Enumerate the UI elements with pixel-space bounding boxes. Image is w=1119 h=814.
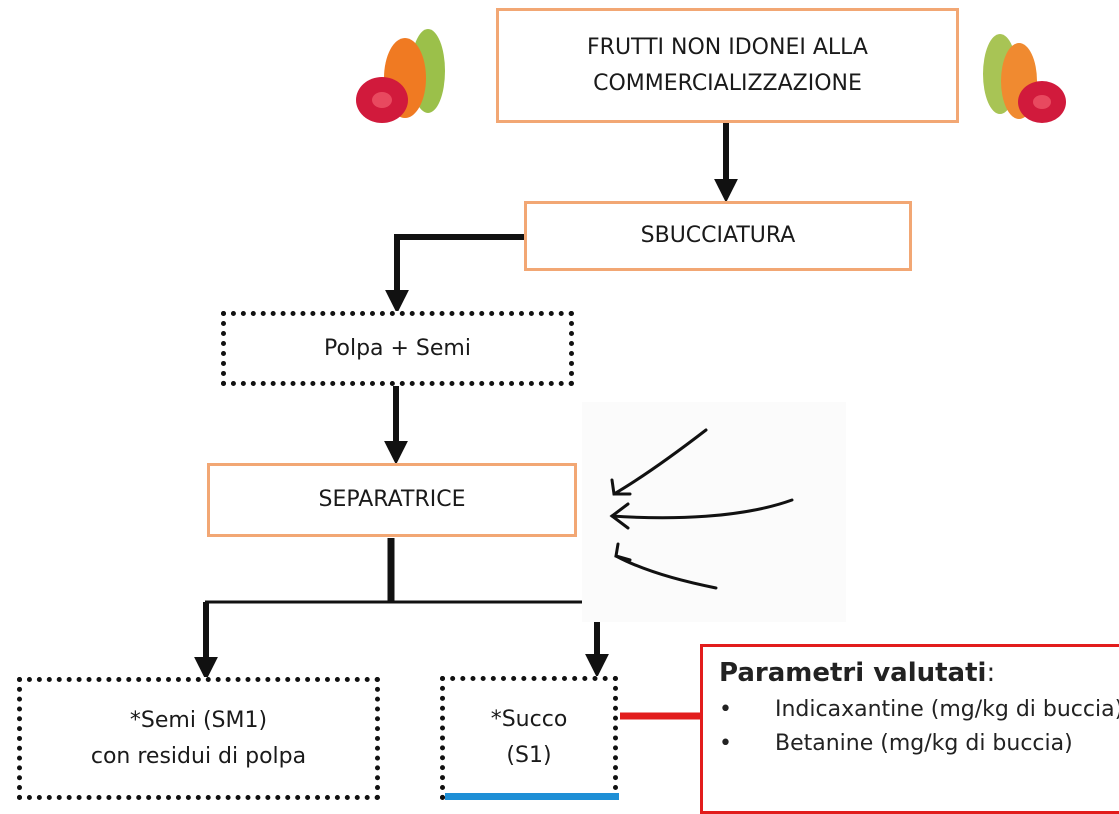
blue-underline-decoration	[445, 793, 619, 800]
arrow-peeling-to-pulp	[385, 234, 524, 314]
separator-node: SEPARATRICE	[207, 463, 577, 537]
bullet-icon: •	[719, 697, 732, 722]
bullet-icon: •	[719, 731, 732, 756]
juice-line1: *Succo	[490, 707, 568, 732]
juice-output-node: *Succo (S1)	[440, 676, 618, 800]
seeds-line2: con residui di polpa	[90, 743, 307, 769]
hand-drawn-arrow-middle	[610, 498, 794, 520]
juice-line2: (S1)	[506, 743, 552, 768]
raw-fruit-line1: FRUTTI NON IDONEI ALLA	[587, 34, 868, 60]
hand-drawn-arrows	[609, 428, 794, 590]
peeling-node: SBUCCIATURA	[524, 201, 912, 271]
evaluated-parameters-box: Parametri valutati: • Indicaxantine (mg/k…	[700, 644, 1119, 814]
hand-drawn-arrow-bottom	[614, 554, 718, 590]
parameter-text: Betanine (mg/kg di buccia)	[775, 731, 1073, 756]
parameter-text: Indicaxantine (mg/kg di buccia)	[775, 697, 1119, 722]
seeds-output-node: *Semi (SM1) con residui di polpa	[17, 677, 380, 800]
hand-drawn-annotation-area	[582, 402, 846, 622]
parameter-item: • Betanine (mg/kg di buccia)	[719, 727, 1119, 761]
seeds-line1: *Semi (SM1)	[129, 707, 268, 733]
parameter-item: • Indicaxantine (mg/kg di buccia)	[719, 693, 1119, 727]
peeling-label: SBUCCIATURA	[640, 223, 796, 248]
separator-label: SEPARATRICE	[318, 487, 466, 512]
hand-drawn-arrow-top	[612, 428, 708, 496]
parameters-list: • Indicaxantine (mg/kg di buccia) • Betani…	[719, 693, 1119, 761]
parameters-title: Parametri valutati:	[719, 653, 1119, 693]
prickly-pear-image-right	[983, 34, 1066, 123]
parameters-title-bold: Parametri valutati	[719, 658, 987, 688]
pulp-seeds-label: Polpa + Semi	[324, 335, 471, 361]
prickly-pear-image-left	[356, 29, 445, 123]
pulp-seeds-node: Polpa + Semi	[221, 311, 574, 386]
raw-fruit-line2: COMMERCIALIZZAZIONE	[593, 70, 862, 96]
raw-fruit-node: FRUTTI NON IDONEI ALLA COMMERCIALIZZAZIO…	[496, 8, 959, 123]
parameters-title-colon: :	[986, 658, 996, 688]
